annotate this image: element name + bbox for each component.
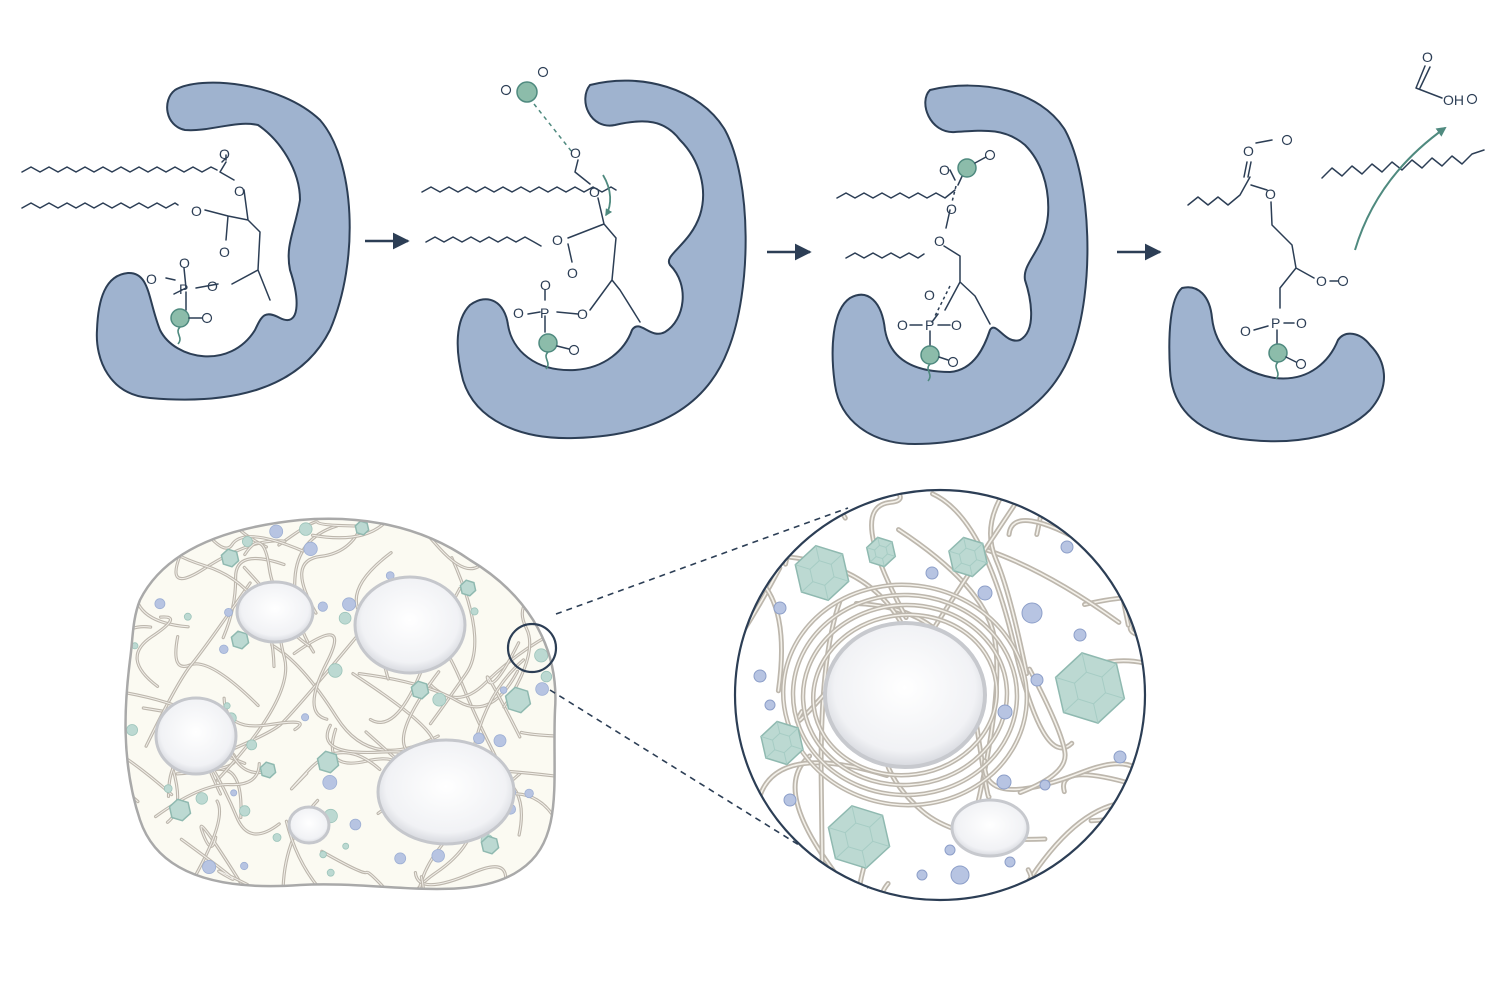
stage-4-hydroxyl-oxygen: O [1316, 273, 1327, 289]
curved-arrow-icon [603, 175, 610, 215]
stage-2-ester-oxygen-top: O [589, 184, 600, 200]
stage-1-phosphate-oxygen-up: O [179, 255, 190, 271]
stage-1-ester-oxygen-top: O [234, 183, 245, 199]
stage-2-carbonyl-oxygen: O [570, 145, 581, 161]
stage-1-fatty-chain-top [22, 167, 217, 172]
stage-2-phosphate-oxygen-left: O [513, 305, 524, 321]
stage-4-acyl-carbonyl-oxygen: O [1243, 143, 1254, 159]
emulsion-matrix [0, 443, 696, 1000]
stage-1-ester-oxygen-bottom: O [191, 203, 202, 219]
stage-4-acid-hydroxyl: OH [1443, 92, 1464, 108]
stage-3-phosphate-oxygen-right: O [951, 317, 962, 333]
stage-3-fatty-chain-top [837, 190, 955, 198]
stage-2-fatty-chain-top [422, 187, 616, 192]
matrix-crystal [460, 580, 475, 596]
stage-3-oxyanion-oxygen: O [939, 162, 950, 178]
stage-3-fatty-chain-bottom [846, 253, 924, 258]
matrix-crystal [355, 521, 368, 535]
stage-2-ester-oxygen-bottom: O [552, 232, 563, 248]
matrix-crystal [260, 762, 275, 778]
stage-2-phosphate-oxygen-up: O [540, 277, 551, 293]
stage-1-substrate-bound: O O O O O P O O [22, 83, 350, 400]
stage-4-products-released: O OH O O O O P O [1169, 49, 1484, 441]
stage-3-water-nucleophile [958, 159, 976, 177]
enzyme-stage-1 [97, 83, 350, 400]
stage-2-water-attack: O O O O O P O O [422, 68, 746, 439]
stage-1-phosphate-oxygen-left: O [146, 271, 157, 287]
stage-2-phosphate-oxygen: O [577, 306, 588, 322]
stage-3-ester-oxygen-top: O [946, 201, 957, 217]
stage-3-ester-oxygen-bottom: O [934, 233, 945, 249]
stage-3-phosphate-oxygen-left: O [897, 317, 908, 333]
curved-arrow-icon [1355, 128, 1445, 250]
stage-1-phosphorus: P [179, 281, 188, 297]
stage-2-carbonyl-oxygen-bottom: O [567, 265, 578, 281]
stage-2-phosphorus: P [540, 305, 549, 321]
stage-3-head-group [921, 346, 939, 364]
stage-3-tetrahedral-intermediate: O O O O P O O [833, 86, 1088, 444]
stage-1-carbonyl-oxygen-bottom: O [219, 244, 230, 260]
stage-1-carbonyl-oxygen-top: O [219, 146, 230, 162]
stage-1-head-group [171, 309, 189, 327]
stage-4-head-group [1269, 344, 1287, 362]
stage-1-phosphate-oxygen: O [207, 278, 218, 294]
stage-2-head-group [539, 334, 557, 352]
stage-4-short-acyl-chain [1188, 162, 1267, 205]
stage-4-acid-carbonyl-oxygen: O [1422, 49, 1433, 65]
stage-4-ester-oxygen: O [1265, 186, 1276, 202]
stage-2-fatty-chain-bottom [426, 237, 541, 246]
stage-4-released-fatty-acid [1322, 66, 1484, 178]
stage-4-phosphate-oxygen-right: O [1296, 315, 1307, 331]
stage-4-phosphorus: P [1271, 315, 1280, 331]
stage-3-phosphate-oxygen-up: O [924, 287, 935, 303]
stage-4-glycerol-backbone [1271, 202, 1314, 308]
stage-1-fatty-chain-bottom [22, 203, 178, 208]
stage-4-phosphate-oxygen-left: O [1240, 323, 1251, 339]
stage-2-water-molecule [517, 82, 537, 102]
enzyme-stage-2 [458, 81, 746, 439]
